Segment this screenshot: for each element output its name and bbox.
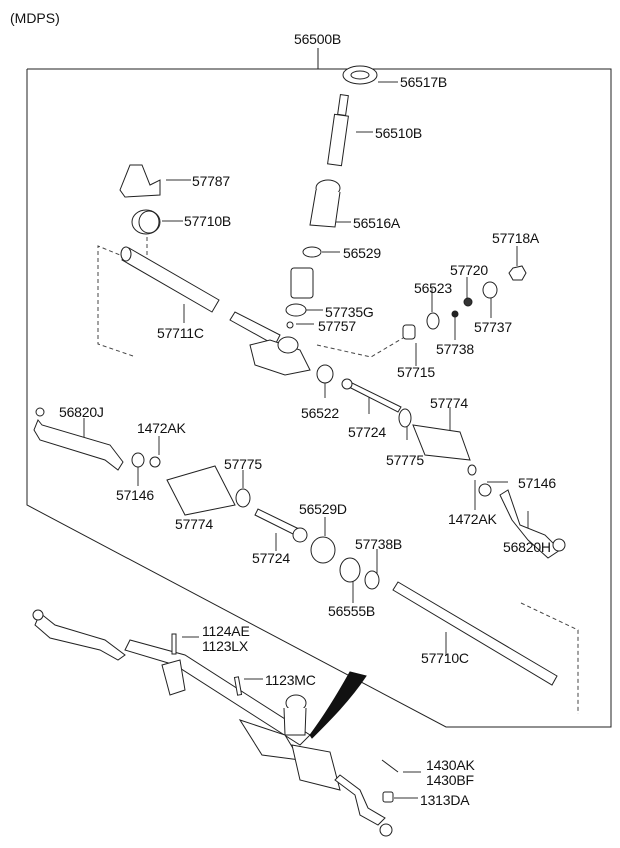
part-label-57738B[interactable]: 57738B	[355, 536, 403, 552]
part-label-57146-left[interactable]: 57146	[116, 487, 154, 503]
part-label-56510B[interactable]: 56510B	[375, 125, 423, 141]
part-label-56516A[interactable]: 56516A	[353, 215, 401, 231]
part-label-57710C[interactable]: 57710C	[421, 650, 469, 666]
part-label-1430BF[interactable]: 1430BF	[426, 772, 474, 788]
assembled-gear	[32, 609, 399, 837]
part-label-57715[interactable]: 57715	[397, 364, 435, 380]
part-label-1472AK-left[interactable]: 1472AK	[137, 420, 186, 436]
part-label-57710B[interactable]: 57710B	[184, 213, 232, 229]
diagram-title: (MDPS)	[10, 10, 60, 26]
part-label-56522[interactable]: 56522	[301, 405, 339, 421]
part-label-1472AK-right[interactable]: 1472AK	[448, 511, 497, 527]
part-label-57775-right[interactable]: 57775	[386, 452, 424, 468]
part-label-57735G[interactable]: 57735G	[325, 304, 374, 320]
part-shapes	[33, 65, 566, 686]
part-label-56529D[interactable]: 56529D	[299, 501, 347, 517]
part-label-1123LX[interactable]: 1123LX	[202, 638, 249, 654]
part-label-57757[interactable]: 57757	[318, 318, 356, 334]
part-label-57774-left[interactable]: 57774	[175, 516, 213, 532]
part-label-57720[interactable]: 57720	[450, 262, 488, 278]
dashed-guides	[97, 237, 579, 714]
part-label-1124AE[interactable]: 1124AE	[202, 623, 250, 639]
part-label-57724-left[interactable]: 57724	[252, 550, 290, 566]
part-label-1313DA[interactable]: 1313DA	[420, 792, 470, 808]
part-label-57718A[interactable]: 57718A	[492, 230, 540, 246]
assembly-pointer	[309, 671, 367, 739]
part-label-57775-left[interactable]: 57775	[224, 456, 262, 472]
assembly-frame	[26, 48, 612, 728]
part-label-57774-right[interactable]: 57774	[430, 395, 468, 411]
part-label-56820H[interactable]: 56820H	[503, 539, 551, 555]
part-label-1123MC[interactable]: 1123MC	[265, 672, 316, 688]
part-label-57738[interactable]: 57738	[436, 341, 474, 357]
part-label-1430AK[interactable]: 1430AK	[426, 757, 475, 773]
part-label-56820J[interactable]: 56820J	[59, 404, 104, 420]
part-label-56529[interactable]: 56529	[343, 245, 381, 261]
part-label-57737[interactable]: 57737	[474, 319, 512, 335]
assembly-number-label[interactable]: 56500B	[294, 31, 342, 47]
part-label-56555B[interactable]: 56555B	[328, 603, 376, 619]
part-label-57711C[interactable]: 57711C	[157, 325, 204, 341]
part-label-56517B[interactable]: 56517B	[400, 74, 448, 90]
part-label-57787[interactable]: 57787	[192, 173, 230, 189]
part-label-57724-right[interactable]: 57724	[348, 424, 386, 440]
part-label-56523[interactable]: 56523	[414, 280, 452, 296]
part-label-57146-right[interactable]: 57146	[518, 475, 556, 491]
